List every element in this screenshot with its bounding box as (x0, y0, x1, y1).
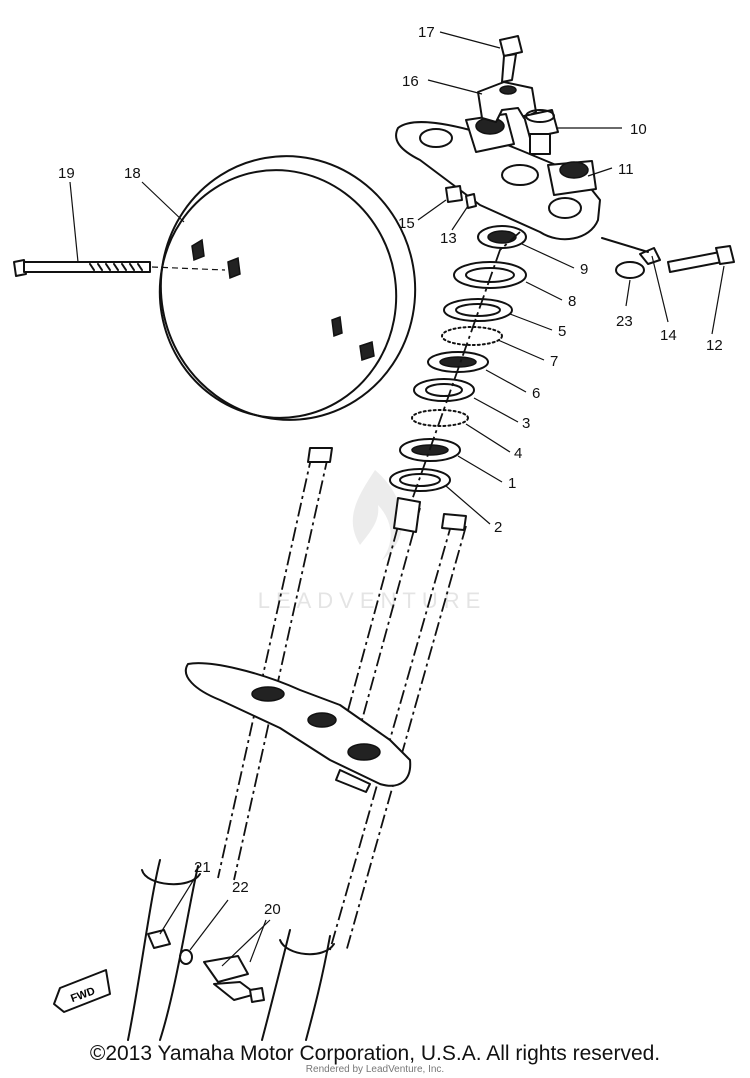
callout-21: 21 (194, 859, 211, 876)
headlight-rim (158, 155, 417, 421)
callout-15: 15 (398, 215, 415, 232)
callout-5: 5 (558, 323, 566, 340)
fwd-arrow: FWD (53, 969, 111, 1013)
rendered-by-text: Rendered by LeadVenture, Inc. (305, 1064, 445, 1075)
washer-14 (601, 237, 661, 265)
washer-22 (179, 949, 193, 965)
fork-assembly (127, 447, 467, 1041)
callout-8: 8 (568, 293, 576, 310)
callout-4: 4 (514, 445, 522, 462)
callout-17: 17 (418, 24, 435, 41)
watermark-text: LEADVENTURE (258, 588, 487, 613)
callout-22: 22 (232, 879, 249, 896)
callout-16: 16 (402, 73, 419, 90)
callout-18: 18 (124, 165, 141, 182)
callout-6: 6 (532, 385, 540, 402)
callout-2: 2 (494, 519, 502, 536)
callout-9: 9 (580, 261, 588, 278)
callout-11: 11 (618, 161, 634, 178)
clamp-16 (477, 81, 537, 123)
axis-line (411, 231, 521, 501)
callout-20: 20 (264, 901, 281, 918)
callout-12: 12 (706, 337, 723, 354)
washer-13 (465, 193, 477, 209)
clip-23 (615, 261, 645, 279)
callout-13: 13 (440, 230, 457, 247)
stem-bolt-10 (523, 109, 559, 155)
callout-1: 1 (508, 475, 516, 492)
cable-guide-20 (203, 955, 265, 1003)
headlight-bolt (13, 259, 226, 277)
callout-19: 19 (58, 165, 75, 182)
bolt-17 (499, 35, 523, 83)
callout-10: 10 (630, 121, 647, 138)
copyright-text: ©2013 Yamaha Motor Corporation, U.S.A. A… (89, 1042, 661, 1065)
screw-21 (147, 929, 171, 949)
callout-14: 14 (660, 327, 677, 344)
bearing-stack (389, 225, 527, 492)
callout-3: 3 (522, 415, 530, 432)
callout-23: 23 (616, 313, 633, 330)
pinch-bolt-12 (667, 245, 735, 273)
callout-7: 7 (550, 353, 558, 370)
upper-bracket (395, 113, 601, 241)
leader-lines (69, 31, 725, 967)
nut-15 (445, 185, 463, 203)
